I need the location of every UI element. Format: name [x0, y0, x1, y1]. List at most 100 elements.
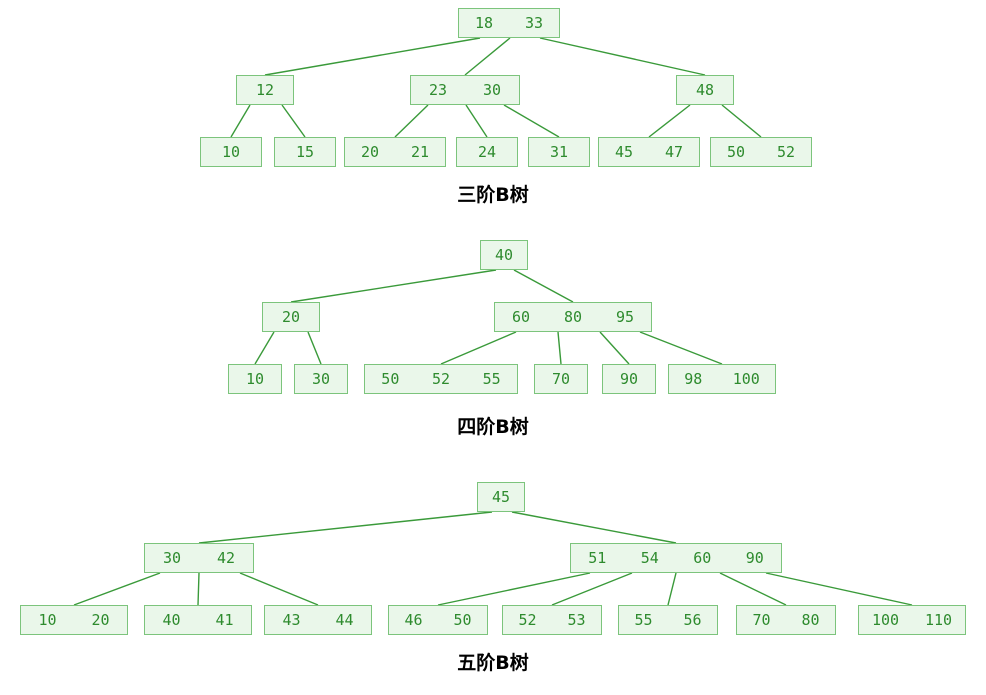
btree-node: 90	[602, 364, 656, 394]
btree-key: 53	[567, 610, 586, 629]
btree-key: 55	[634, 610, 653, 629]
btree-key: 56	[683, 610, 702, 629]
btree-edge	[394, 104, 429, 138]
btree-key: 21	[410, 142, 430, 161]
btree-node: 100 110	[858, 605, 966, 635]
btree-key: 50	[726, 142, 746, 161]
btree-node: 45 47	[598, 137, 700, 167]
btree-node: 52 53	[502, 605, 602, 635]
btree-node: 40	[480, 240, 528, 270]
btree-key: 100	[871, 610, 900, 629]
btree-key: 51	[588, 548, 607, 567]
btree-edge	[73, 572, 161, 606]
btree-key: 20	[360, 142, 380, 161]
btree-key: 110	[924, 610, 953, 629]
btree-edge	[599, 331, 630, 365]
btree-node: 31	[528, 137, 590, 167]
btree-key: 41	[215, 610, 234, 629]
btree-key: 23	[428, 80, 448, 99]
btree-key: 10	[221, 142, 241, 161]
btree-key: 60	[511, 307, 531, 326]
btree-key: 40	[162, 610, 181, 629]
btree-key: 30	[482, 80, 502, 99]
btree-edge	[551, 572, 633, 606]
btree-node: 50 52	[710, 137, 812, 167]
btree-key: 90	[619, 369, 639, 388]
btree-key: 18	[474, 13, 494, 32]
btree-node: 15	[274, 137, 336, 167]
btree-key: 10	[245, 369, 265, 388]
btree-key: 20	[91, 610, 110, 629]
btree-key: 46	[404, 610, 423, 629]
btree-key: 54	[640, 548, 659, 567]
btree-node: 46 50	[388, 605, 488, 635]
btree-node: 12	[236, 75, 294, 105]
btree-edge	[765, 572, 913, 606]
btree-key: 52	[776, 142, 796, 161]
btree-node: 23 30	[410, 75, 520, 105]
btree-edge	[503, 104, 560, 138]
btree-node: 98 100	[668, 364, 776, 394]
btree-edge	[667, 572, 677, 606]
btree-key: 31	[549, 142, 569, 161]
btree-key: 60	[693, 548, 712, 567]
btree-edge	[254, 331, 275, 365]
btree-edge	[230, 104, 251, 138]
btree-key: 52	[518, 610, 537, 629]
btree-edge	[639, 331, 723, 365]
btree-key: 40	[494, 245, 514, 264]
btree-key: 12	[255, 80, 275, 99]
btree-edge	[198, 511, 493, 544]
btree-key: 50	[453, 610, 472, 629]
btree-key: 98	[684, 369, 703, 388]
btree-edge	[539, 37, 706, 76]
btree-edge	[290, 269, 497, 303]
btree-key: 30	[311, 369, 331, 388]
btree-node: 45	[477, 482, 525, 512]
btree-key: 44	[335, 610, 354, 629]
btree-key: 43	[282, 610, 301, 629]
tree-caption: 五阶B树	[457, 652, 529, 674]
btree-key: 45	[614, 142, 634, 161]
btree-edge	[437, 572, 591, 606]
btree-node: 70	[534, 364, 588, 394]
btree-node: 24	[456, 137, 518, 167]
btree-key: 48	[695, 80, 715, 99]
btree-key: 45	[491, 487, 511, 506]
btree-key: 50	[381, 369, 400, 388]
btree-edge	[307, 331, 322, 365]
btree-node: 20	[262, 302, 320, 332]
btree-node: 30	[294, 364, 348, 394]
btree-key: 80	[563, 307, 583, 326]
btree-node: 70 80	[736, 605, 836, 635]
btree-key: 55	[482, 369, 501, 388]
btree-edge	[197, 572, 200, 606]
btree-key: 80	[801, 610, 820, 629]
btree-edge	[465, 104, 488, 138]
btree-node: 40 41	[144, 605, 252, 635]
btree-key: 70	[551, 369, 571, 388]
btree-edge	[464, 37, 511, 76]
btree-key: 52	[431, 369, 451, 388]
btree-edge	[513, 269, 574, 303]
tree-caption: 四阶B树	[457, 416, 529, 438]
btree-node: 55 56	[618, 605, 718, 635]
btree-node: 10	[228, 364, 282, 394]
btree-edge	[440, 331, 517, 365]
btree-edge	[511, 511, 677, 544]
btree-key: 90	[745, 548, 764, 567]
btree-edge	[281, 104, 306, 138]
btree-edge	[239, 572, 319, 606]
btree-key: 100	[732, 369, 760, 388]
btree-edge	[557, 331, 562, 365]
btree-key: 33	[524, 13, 544, 32]
btree-edge	[719, 572, 787, 606]
btree-key: 70	[752, 610, 771, 629]
btree-key: 47	[664, 142, 684, 161]
btree-node: 43 44	[264, 605, 372, 635]
